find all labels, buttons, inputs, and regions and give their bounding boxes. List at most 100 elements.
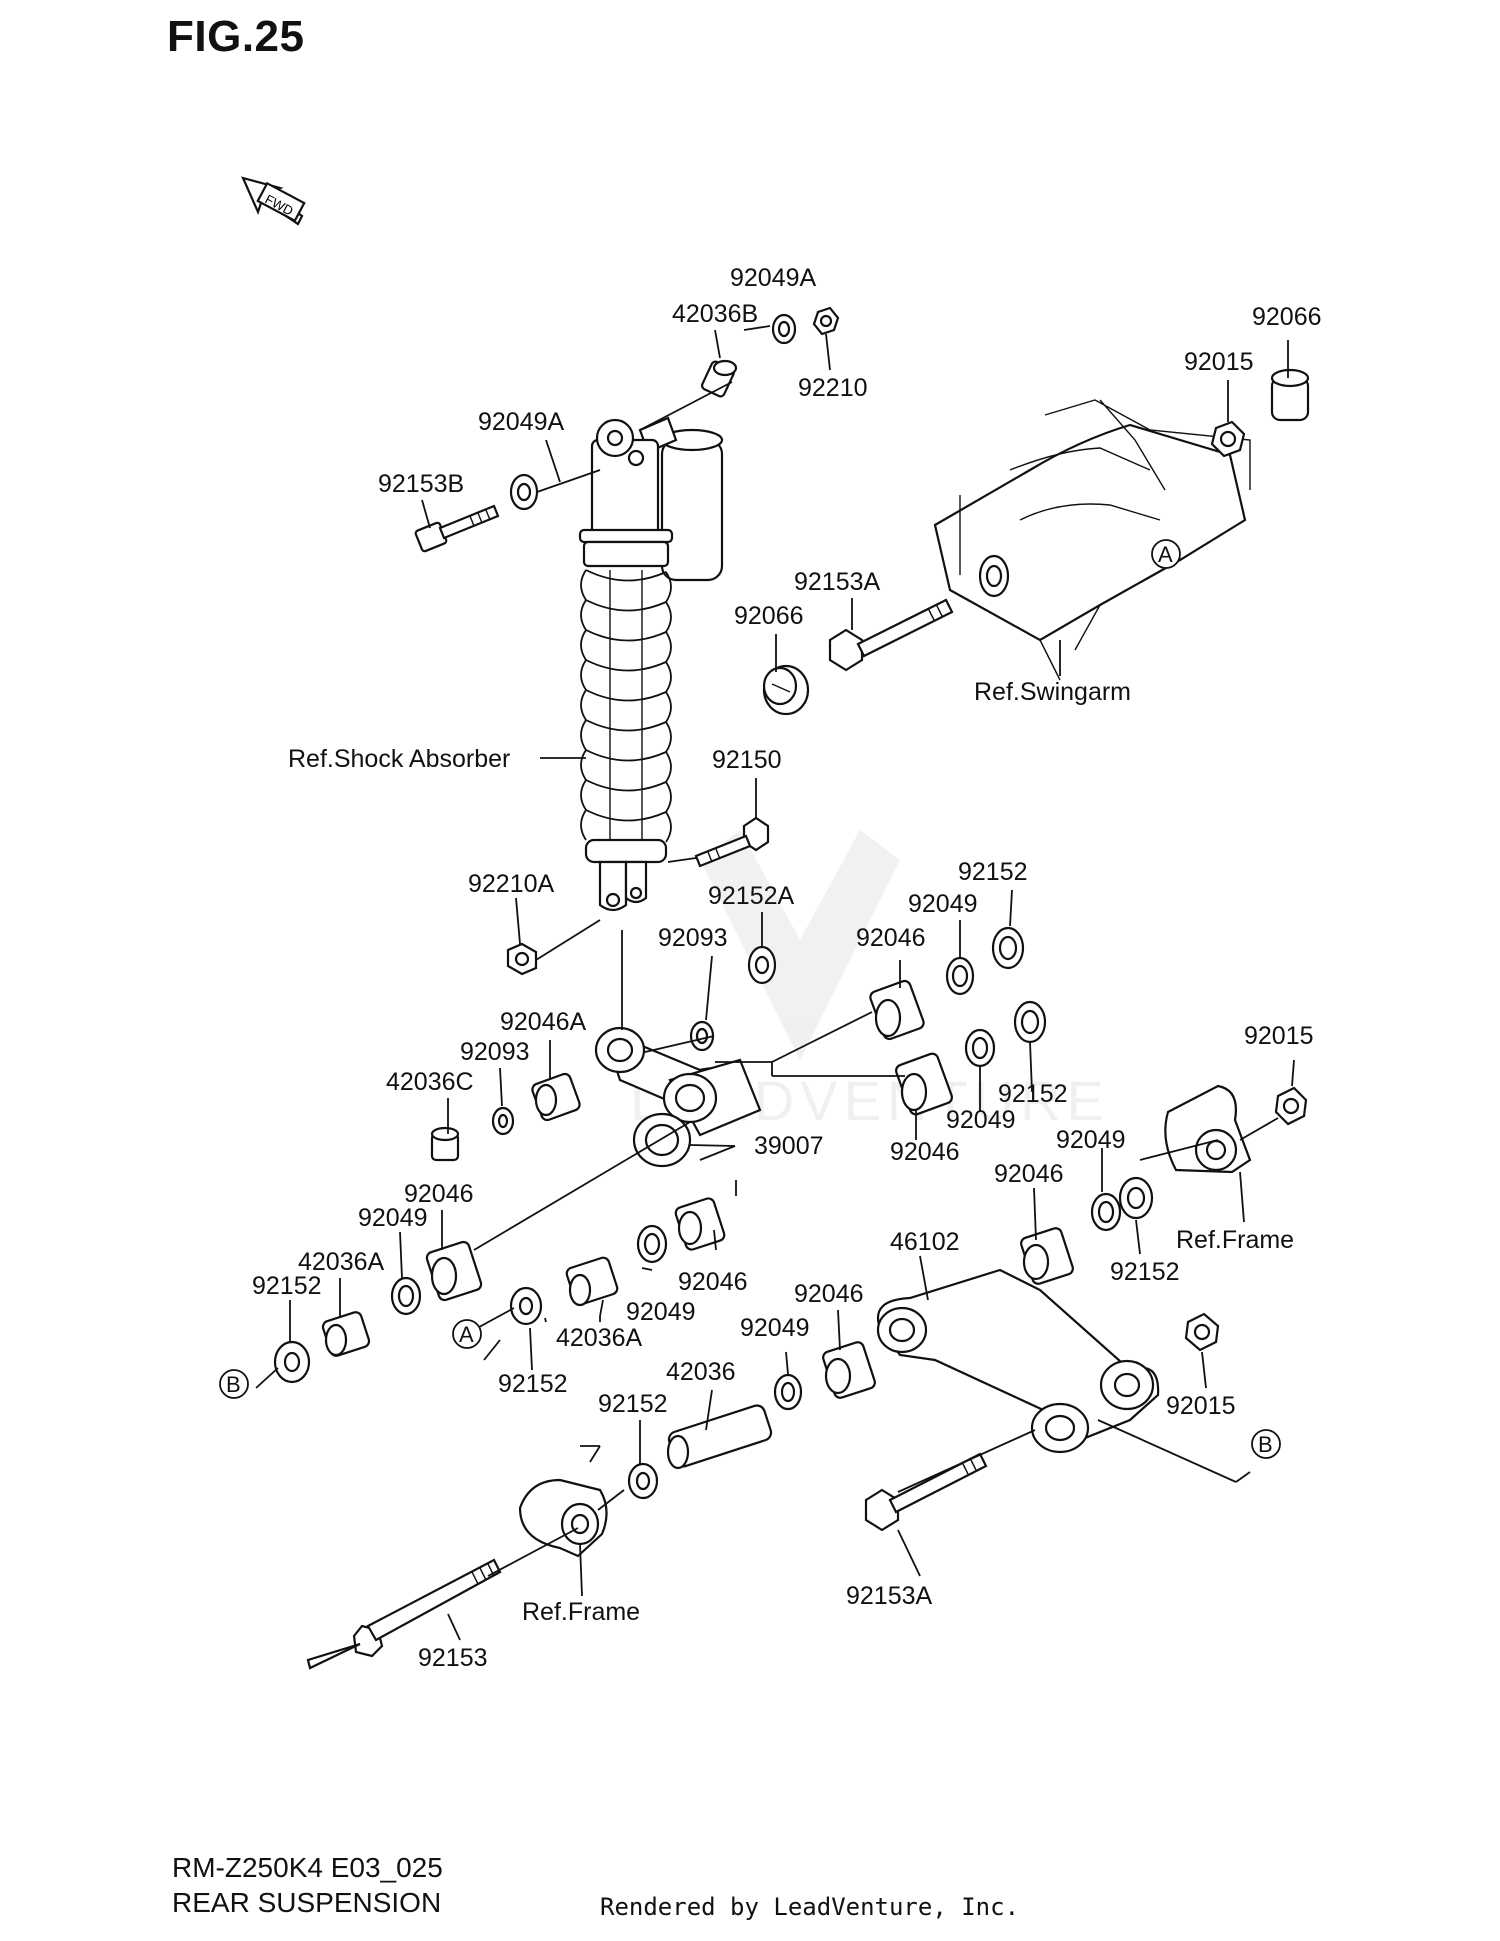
callout-92152-upper: 92152 — [958, 858, 1028, 886]
callout-92066-top: 92066 — [1252, 303, 1322, 331]
cushion-lever-46102 — [876, 1268, 1160, 1454]
figure-title: FIG.25 — [167, 12, 305, 61]
callout-92210a: 92210A — [468, 870, 555, 898]
washer-92152-upper — [991, 926, 1025, 970]
callout-92049a-left: 92049A — [478, 408, 565, 436]
washer-92049-left — [390, 1276, 422, 1316]
callout-ref-shock-absorber: Ref.Shock Absorber — [288, 745, 510, 773]
callout-92049-center: 92049 — [626, 1298, 696, 1326]
washer-92049a-left — [509, 473, 539, 511]
callout-ref-frame-lower: Ref.Frame — [522, 1598, 640, 1626]
bearing-92046a — [531, 1072, 581, 1122]
callout-92153a-lower: 92153A — [846, 1582, 933, 1610]
callout-92049-frame: 92049 — [1056, 1126, 1126, 1154]
callout-92153: 92153 — [418, 1644, 488, 1672]
svg-text:A: A — [1158, 542, 1173, 567]
callout-92046-left: 92046 — [404, 1180, 474, 1208]
bearing-92046-left — [425, 1240, 483, 1302]
washer-92049-frame — [1090, 1192, 1122, 1232]
nut-92015-top — [1210, 420, 1246, 458]
callout-92049-upper: 92049 — [908, 890, 978, 918]
forward-arrow-icon: FWD — [241, 176, 306, 226]
callout-92093-lower: 92093 — [460, 1038, 530, 1066]
rendered-by: Rendered by LeadVenture, Inc. — [600, 1893, 1020, 1921]
callout-92153a-top: 92153A — [794, 568, 881, 596]
callout-92152-left: 92152 — [252, 1272, 322, 1300]
callout-92046-upper: 92046 — [856, 924, 926, 952]
bearing-92046-center — [674, 1197, 726, 1251]
callout-92049-lever: 92049 — [740, 1314, 810, 1342]
callout-92152a: 92152A — [708, 882, 795, 910]
washer-92093-upper — [689, 1020, 715, 1052]
ref-marker-b-left: B — [219, 1369, 249, 1399]
washer-92152-center — [509, 1286, 543, 1326]
callout-92210: 92210 — [798, 374, 868, 402]
callout-92046a: 92046A — [500, 1008, 587, 1036]
collar-42036b — [701, 359, 738, 398]
washer-92152-left — [273, 1340, 311, 1384]
washer-92152-right — [1013, 1000, 1047, 1044]
washer-92049-center — [636, 1224, 668, 1264]
cap-92066-mid — [762, 664, 810, 716]
callout-42036b: 42036B — [672, 300, 758, 328]
collar-42036a-left — [321, 1311, 371, 1357]
bearing-92046-right — [895, 1052, 953, 1116]
callout-92152-frame: 92152 — [1110, 1258, 1180, 1286]
bolt-92153a-top — [828, 598, 954, 672]
callout-92046-lever: 92046 — [794, 1280, 864, 1308]
svg-text:B: B — [1258, 1432, 1273, 1457]
bearing-92046-frame — [1020, 1227, 1074, 1285]
callout-92015-top: 92015 — [1184, 348, 1254, 376]
callout-92049-left: 92049 — [358, 1204, 428, 1232]
washer-92049-lever — [773, 1373, 803, 1411]
frame-bracket-right — [1164, 1084, 1252, 1174]
swingarm — [933, 399, 1251, 681]
callout-42036c: 42036C — [386, 1068, 474, 1096]
bolt-92153b — [414, 504, 500, 553]
washer-92152-lower — [627, 1462, 659, 1500]
nut-92015-right — [1274, 1086, 1308, 1126]
callout-92015-lower: 92015 — [1166, 1392, 1236, 1420]
figure-name: REAR SUSPENSION — [172, 1887, 442, 1918]
cap-92066-top — [1270, 368, 1310, 422]
cushion-rod-39007 — [594, 1026, 762, 1168]
callout-92150: 92150 — [712, 746, 782, 774]
svg-text:A: A — [459, 1322, 474, 1347]
washer-92152-frame — [1118, 1176, 1154, 1220]
callout-42036: 42036 — [666, 1358, 736, 1386]
washer-92049-right — [964, 1028, 996, 1068]
callout-92046-center: 92046 — [678, 1268, 748, 1296]
bearing-92046-upper — [869, 979, 925, 1041]
callout-92152-lower: 92152 — [598, 1390, 668, 1418]
model-code: RM-Z250K4 E03_025 — [172, 1852, 443, 1883]
callout-92093-upper: 92093 — [658, 924, 728, 952]
nut-92210a — [506, 942, 538, 976]
collar-42036 — [666, 1404, 773, 1470]
callout-ref-swingarm: Ref.Swingarm — [974, 678, 1131, 706]
callout-ref-frame-right: Ref.Frame — [1176, 1226, 1294, 1254]
ref-marker-a-lower: A — [452, 1319, 482, 1349]
callout-39007: 39007 — [754, 1132, 824, 1160]
callout-labels: 92049A 42036B 92210 92066 92015 92049A 9… — [252, 264, 1322, 1672]
callout-92153b: 92153B — [378, 470, 464, 498]
collar-42036c — [430, 1126, 460, 1162]
callout-92152-center: 92152 — [498, 1370, 568, 1398]
svg-text:B: B — [226, 1372, 241, 1397]
washer-92093-lower — [491, 1106, 515, 1136]
shock-absorber — [578, 416, 724, 912]
ref-marker-a-swingarm: A — [1151, 539, 1181, 569]
callout-42036a-left: 42036A — [298, 1248, 385, 1276]
bolt-92150 — [694, 816, 770, 868]
callout-42036a-center: 42036A — [556, 1324, 643, 1352]
bolt-92153 — [306, 1558, 502, 1670]
bolt-92153a-lower — [864, 1452, 988, 1532]
washer-92049-upper — [945, 956, 975, 996]
callout-92049a-top: 92049A — [730, 264, 817, 292]
frame-bracket-lower — [518, 1478, 608, 1558]
callout-92049-right: 92049 — [946, 1106, 1016, 1134]
bearing-92046-lever — [822, 1341, 876, 1399]
leader-lines — [255, 325, 1295, 1641]
callout-92046-frame: 92046 — [994, 1160, 1064, 1188]
shock-spring — [580, 569, 672, 843]
